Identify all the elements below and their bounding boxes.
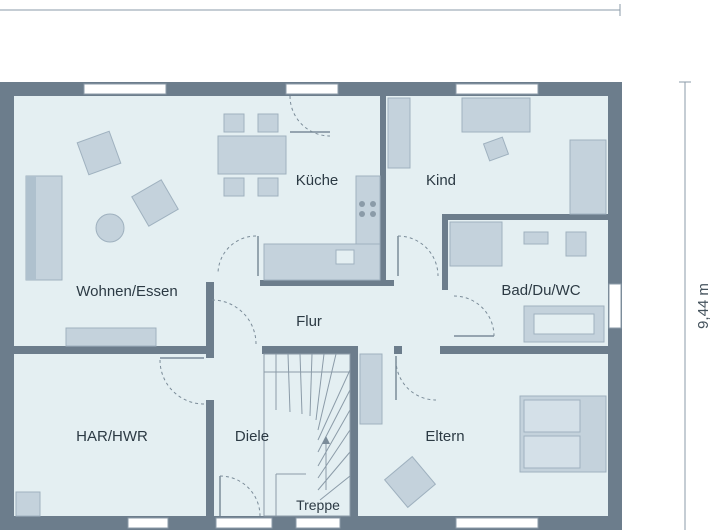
room-label-bad-du-wc: Bad/Du/WC — [501, 282, 580, 299]
kitchen-furniture — [263, 175, 381, 281]
doors — [159, 95, 495, 517]
eltern-furniture — [359, 353, 607, 509]
har-furniture — [15, 491, 41, 517]
interior-walls — [14, 96, 608, 516]
dimension-label-depth: 9,44 m — [695, 283, 712, 329]
room-label-eltern: Eltern — [425, 428, 464, 445]
room-label-treppe: Treppe — [296, 497, 340, 513]
living-furniture — [25, 130, 179, 347]
staircase — [263, 353, 351, 517]
right-dimension-line — [679, 81, 691, 530]
room-label-wohnen-essen: Wohnen/Essen — [76, 283, 177, 300]
floor-area — [14, 96, 608, 530]
room-label-kind: Kind — [426, 172, 456, 189]
room-label-har-hwr: HAR/HWR — [76, 428, 148, 445]
room-label-flur: Flur — [296, 313, 322, 330]
bath-furniture — [449, 221, 605, 343]
windows — [83, 83, 622, 529]
dining-furniture — [217, 113, 287, 197]
room-label-diele: Diele — [235, 428, 269, 445]
kind-furniture — [387, 97, 607, 215]
top-dimension-line — [0, 4, 621, 16]
room-label-kueche: Küche — [296, 172, 339, 189]
